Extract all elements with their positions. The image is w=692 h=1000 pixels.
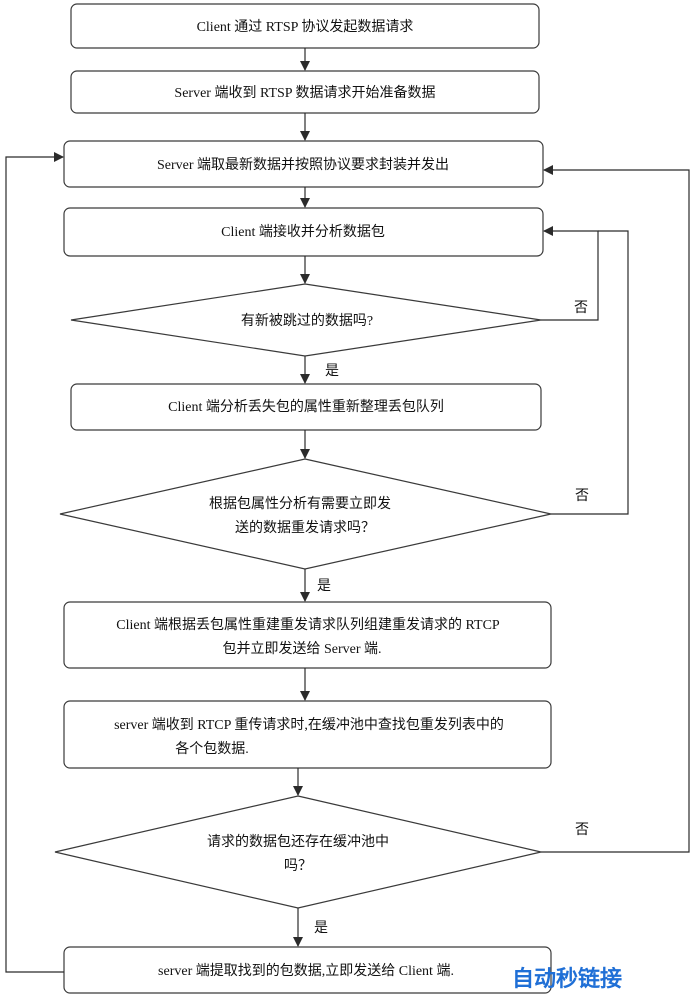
decision2-text-line2: 送的数据重发请求吗？ [235,520,375,536]
step4-text: Client 端接收并分析数据包 [221,223,385,240]
decision2-no-loop [551,230,629,515]
decision1-yes-label: 是 [325,362,339,378]
step6-box [63,601,552,669]
step1-text: Client 通过 RTSP 协议发起数据请求 [197,19,414,35]
decision2-yes-label: 是 [317,577,331,593]
watermark-text: 自动秒链接 [512,966,622,992]
decision3-no-loop [541,165,690,853]
decision3-text-line2: 吗？ [284,858,312,874]
step3-text: Server 端取最新数据并按照协议要求封装并发出 [157,157,449,173]
step8-text: server 端提取找到的包数据,立即发送给 Client 端. [158,963,454,979]
decision3-text-line1: 请求的数据包还存在缓冲池中 [207,834,389,850]
step7-box [63,700,552,769]
watermark: 自动秒链接 [512,966,622,992]
decision3-yes-label: 是 [314,919,328,935]
step2-text: Server 端收到 RTSP 数据请求开始准备数据 [174,84,435,101]
step6-text-line2: 包并立即发送给 Server 端. [222,641,381,657]
decision1-text: 有新被跳过的数据吗? [241,313,373,329]
decision2-no-label: 否 [575,487,589,503]
decision2-text-line1: 根据包属性分析有需要立即发 [209,496,391,512]
step6-text-line1: Client 端根据丢包属性重建重发请求队列组建重发请求的 RTCP [116,617,500,633]
step8-loop-back [5,152,64,973]
step5-box [70,383,542,431]
decision1-no-loop [541,226,599,321]
step3-box [63,140,544,188]
decision3-no-label: 否 [575,821,589,837]
step7-text-line1: server 端收到 RTCP 重传请求时,在缓冲池中查找包重发列表中的 [114,717,504,733]
step5-text: Client 端分析丢失包的属性重新整理丢包队列 [168,399,444,415]
step8-box [63,946,552,994]
decision2-diamond [59,458,552,570]
decision1-no-label: 否 [574,299,588,315]
step7-text-line2: 各个包数据. [175,741,249,757]
decision3-diamond [54,795,542,909]
